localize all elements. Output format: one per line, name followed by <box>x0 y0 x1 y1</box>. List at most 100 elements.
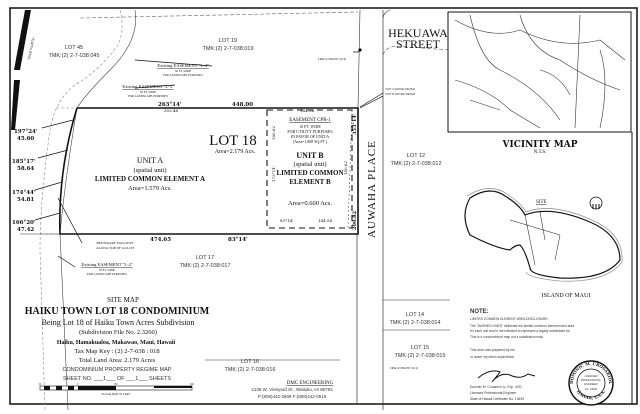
lot-16-label: LOT 16 <box>241 359 259 365</box>
gulch-line <box>59 9 136 411</box>
easement-l3-width: 30 FT. WIDE <box>140 90 156 94</box>
easement-l4-title: Existing EASEMENT "L-4" <box>157 63 209 68</box>
lot-18-label: LOT 18 <box>209 133 257 149</box>
unit-a-sub: (spatial unit) <box>133 167 166 174</box>
distance-label: 448.00 <box>232 102 253 108</box>
lot-17-tmk: TMK:(2) 2-7-038:017 <box>179 263 230 269</box>
north-arrow-icon: TRUE NORTH <box>11 10 36 130</box>
unit-b-title: UNIT B <box>296 151 324 160</box>
easement-boundary-line <box>39 9 123 411</box>
bearing-label: 353°14' <box>352 113 358 135</box>
scale-tick-label: 0 <box>77 383 79 386</box>
lot-15-label: LOT 15 <box>411 345 429 351</box>
tax-map-key: Tax Map Key : (2) 2-7-038 : 018 <box>74 348 159 355</box>
lot-14-tmk: TMK:(2) 2-7-038:014 <box>389 320 440 326</box>
bearing-label: 166°20' <box>12 220 36 226</box>
street-hekuawa: HEKUAWA <box>388 26 448 40</box>
north-label: TRUE NORTH <box>27 37 36 61</box>
seal-text: ENGINEER <box>584 382 598 386</box>
distance-label: 180.82 <box>271 126 276 140</box>
engineer-title: Licensed Professional Engineer <box>470 391 517 395</box>
engineer-license: Dominic M. Crosariol Lic. Exp. 4/20 <box>470 385 522 389</box>
site-marker-label: SITE <box>536 200 547 205</box>
distance-label: 144.54 <box>300 108 314 113</box>
bearing-label: 174°44' <box>12 190 36 196</box>
easement-l4-purpose: FOR LANDSCAPE PURPOSES <box>163 73 203 77</box>
sheet-number: SHEET NO. ___1___ OF ___1___ SHEETS <box>63 376 171 382</box>
distance-label: 303.46 <box>164 108 178 113</box>
lot-15-tmk: TMK:(2) 2-7-038:015 <box>394 353 445 359</box>
lot-45-tmk: TMK:(2) 2-7-038:045 <box>48 53 99 59</box>
unit-a-title: UNIT A <box>137 156 164 165</box>
street-auwaha-place: AUWAHA PLACE <box>366 140 378 238</box>
supervision-line: or under my direct supervision. <box>470 355 515 359</box>
note-line: LIMITED COMMON ELEMENT AREA DISCLOSURE: <box>470 317 549 321</box>
scale-bar: 40 0 80 160 SCALE BAR IN FEET <box>39 383 195 396</box>
scale-tick-label: 40 <box>39 383 42 386</box>
unit-a-area: Area=1.579 Acs. <box>128 185 172 192</box>
location: Haiku, Hamakualoa, Makawao, Maui, Hawaii <box>57 340 176 346</box>
distance-label: 54.81 <box>17 197 34 203</box>
easement-cpr1-line: 10 FT. WIDE <box>299 124 321 129</box>
lot-16-tmk: TMK:(2) 2-7-038:016 <box>224 367 275 373</box>
lot-45-label: LOT 45 <box>65 45 83 51</box>
easement-cpr1-line: FOR UTILITY PURPOSES <box>287 129 332 134</box>
unit-a-lce: LIMITED COMMON ELEMENT A <box>95 175 205 183</box>
engineer-seal: DOMINIC M. CROSARIOL HAWAII, U.S.A. LICE… <box>568 360 614 406</box>
easement-l4-width: 30 FT. WIDE <box>175 69 191 73</box>
distance-label: 47.42 <box>17 227 34 233</box>
engineer-address: 2138 W. Vineyard St., Wailuku, HI 96793 <box>251 387 333 392</box>
site-map-label: SITE MAP <box>107 296 139 304</box>
easement-cpr1-line: IN FAVOR OF UNIT A <box>291 134 329 139</box>
unit-b-boundary <box>266 109 353 229</box>
bearing-label: 263°14' <box>158 102 182 108</box>
vicinity-map-title: VICINITY MAP <box>502 140 578 150</box>
gulch-note-2: ALONG TOP OF GULCH <box>96 246 134 250</box>
engineer-firm: DMC ENGINEERING <box>287 381 334 386</box>
engineer-phone: P:(808)442-2508 F:(808)442-0519 <box>258 394 327 399</box>
lot-14-label: LOT 14 <box>406 312 424 318</box>
vicinity-map-scale: N.T.S. <box>534 150 547 155</box>
fire-hydrant-icon <box>358 48 362 52</box>
title-block: SITE MAP HAIKU TOWN LOT 18 CONDOMINIUM B… <box>25 296 210 382</box>
bearing-label: 185°17' <box>12 159 36 165</box>
engineer-certificate: State of Hawaii Certificate No. 13639 <box>470 397 524 401</box>
engineer-signature <box>477 370 536 383</box>
street-hekuawa: STREET <box>396 37 441 51</box>
lot-18-boundary <box>59 107 359 235</box>
fire-hydrant-label: FIRE HYDRANT (M-3) <box>318 57 346 61</box>
distance-label: 200.82 <box>352 210 358 230</box>
note-line: for each unit and is not intended to rep… <box>470 329 571 333</box>
total-land-area: Total Land Area: 2.179 Acres <box>79 357 156 364</box>
subdivision-file: (Subdivision File No. 2.3260) <box>79 329 157 336</box>
bearing-label: 83°14' <box>280 218 293 223</box>
gulch-note-1: BOUNDARY FOLLOWS <box>97 241 134 245</box>
unit-b-lce: LIMITED COMMON <box>276 169 343 177</box>
seal-text: LICENSED <box>585 374 598 378</box>
easement-cpr1-line: (Area=1,808 SQ.FT.) <box>293 139 328 145</box>
scale-tick-label: 160 <box>190 383 195 386</box>
water-meter-b-label: UNIT B WATER METER <box>385 92 415 96</box>
distance-label: 144.54 <box>318 218 332 223</box>
maui-island-map <box>464 188 623 282</box>
fire-hydrant-label: FIRE HYDRANT (M-1) <box>390 366 418 370</box>
seal-text: PROFESSIONAL <box>581 378 602 382</box>
easement-l2-title: Existing EASEMENT "L-2" <box>81 262 133 267</box>
easement-l3-title: Existing EASEMENT "L-3" <box>122 84 174 89</box>
easement-l2-width: 30 FT. WIDE <box>99 268 115 272</box>
scale-tick-label: 80 <box>115 383 118 386</box>
bearing-label: 197°24' <box>14 129 38 135</box>
distance-label: 45.60 <box>17 136 34 142</box>
lot-19-tmk: TMK:(2) 2-7-038:019 <box>202 46 253 52</box>
note-line: This is a condominium map not a subdivis… <box>470 335 544 339</box>
lot-18-area: Area=2.179 Acs. <box>215 149 256 155</box>
easement-l2-purpose: FOR LANDSCAPE PURPOSES <box>87 272 127 276</box>
north-arrow-icon <box>589 196 603 210</box>
lot-17-label: LOT 17 <box>196 255 214 261</box>
supervision-line: This work was prepared by me <box>470 348 515 352</box>
easement-l3-purpose: FOR LANDSCAPE PURPOSES <box>128 94 168 98</box>
island-label: ISLAND OF MAUI <box>542 293 591 299</box>
unit-b-lce: ELEMENT B <box>289 178 331 186</box>
seal-text: No. 13639 <box>585 387 598 391</box>
